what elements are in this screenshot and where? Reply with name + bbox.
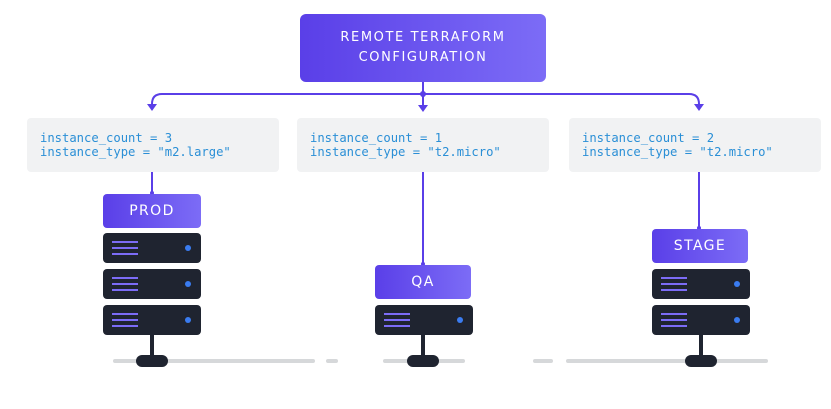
remote-terraform-config-box: REMOTE TERRAFORM CONFIGURATION: [300, 14, 546, 82]
prod-server-1-icon: [103, 233, 201, 263]
stage-instance-count: instance_count = 2: [582, 131, 715, 145]
prod-server-3-icon: [103, 305, 201, 335]
ground-dash-right: [533, 359, 553, 363]
qa-config-box: instance_count = 1 instance_type = "t2.m…: [297, 118, 549, 172]
stage-stand-pole: [699, 335, 703, 357]
qa-label: QA: [375, 265, 471, 299]
ground-dash: [326, 359, 338, 363]
prod-server-2-icon: [103, 269, 201, 299]
title-line-1: REMOTE TERRAFORM: [340, 30, 506, 45]
prod-config-box: instance_count = 3 instance_type = "m2.l…: [27, 118, 279, 172]
prod-stand-pole: [150, 335, 154, 357]
prod-ground-line: [113, 359, 315, 363]
prod-stand-foot: [136, 355, 168, 367]
prod-instance-count: instance_count = 3: [40, 131, 173, 145]
stage-stand-foot: [685, 355, 717, 367]
qa-instance-type: instance_type = "t2.micro": [310, 145, 501, 159]
prod-label: PROD: [103, 194, 201, 228]
qa-instance-count: instance_count = 1: [310, 131, 443, 145]
prod-instance-type: instance_type = "m2.large": [40, 145, 231, 159]
stage-ground-line: [566, 359, 768, 363]
stage-config-box: instance_count = 2 instance_type = "t2.m…: [569, 118, 821, 172]
stage-server-1-icon: [652, 269, 750, 299]
title-line-2: CONFIGURATION: [358, 50, 488, 65]
qa-server-1-icon: [375, 305, 473, 335]
qa-stand-pole: [421, 335, 425, 357]
stage-server-2-icon: [652, 305, 750, 335]
stage-label: STAGE: [652, 229, 748, 263]
stage-instance-type: instance_type = "t2.micro": [582, 145, 773, 159]
qa-stand-foot: [407, 355, 439, 367]
